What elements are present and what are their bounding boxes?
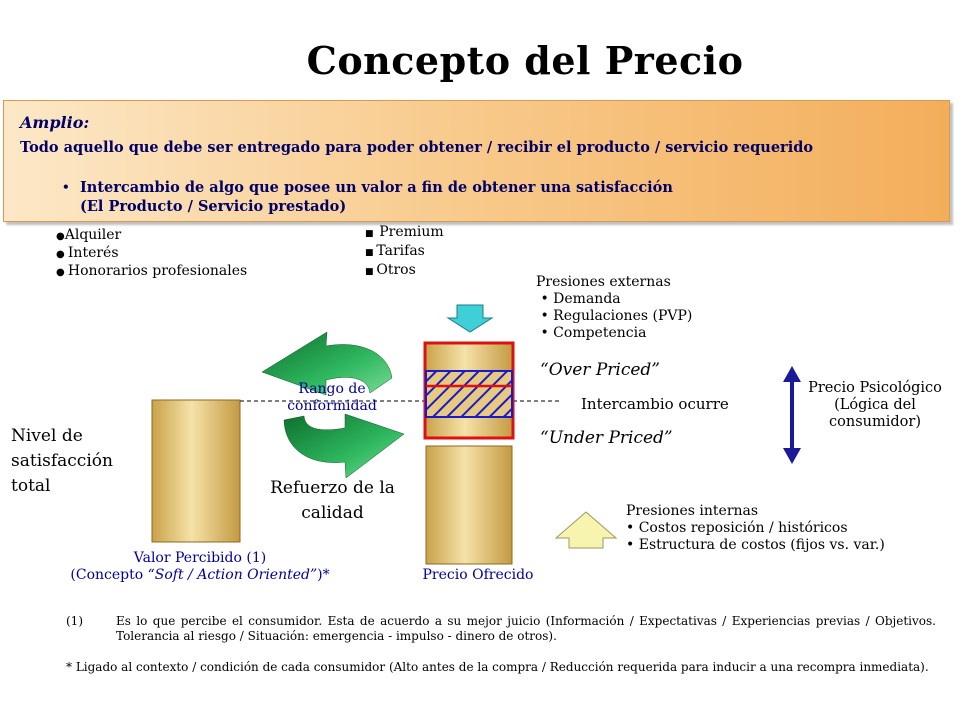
footnote-1: (1) Es lo que percibe el consumidor. Est… xyxy=(66,614,936,644)
arrow-down-icon xyxy=(783,448,801,464)
definition-bullet-line1: Intercambio de algo que posee un valor a… xyxy=(80,179,673,196)
green-cycle-arrow-top-icon xyxy=(261,331,393,396)
perceived-value-bar xyxy=(151,399,241,543)
bullet-square-icon: ■ xyxy=(365,248,377,258)
bullet-dot-icon: ● xyxy=(56,267,68,278)
list-item: ■ Otros xyxy=(365,262,416,278)
list-item: • Costos reposición / históricos xyxy=(626,520,848,536)
list-item: • Competencia xyxy=(536,325,647,341)
footnote-1-marker: (1) xyxy=(66,614,83,628)
definition-heading: Amplio: xyxy=(20,113,90,132)
bullet-dot-icon: ● xyxy=(56,249,68,260)
list-item: • Demanda xyxy=(536,291,621,307)
list-item: ■ Tarifas xyxy=(365,243,425,259)
list-item: • Regulaciones (PVP) xyxy=(536,308,693,324)
definition-box: Amplio: Todo aquello que debe ser entreg… xyxy=(3,100,950,222)
examples-left-list: ●Alquiler ● Interés ● Honorarios profesi… xyxy=(56,227,247,281)
over-priced-label: “Over Priced” xyxy=(540,360,660,380)
conformity-range-label: Rango de conformidad xyxy=(287,381,377,414)
bullet-dot-icon: • xyxy=(62,180,70,194)
offered-price-label: Precio Ofrecido xyxy=(422,567,534,583)
footnote-2: * Ligado al contexto / condición de cada… xyxy=(66,660,929,674)
page-title: Concepto del Precio xyxy=(306,38,744,83)
list-item: • Estructura de costos (fijos vs. var.) xyxy=(626,537,885,553)
exchange-hatch-zone xyxy=(425,370,513,418)
definition-text: Todo aquello que debe ser entregado para… xyxy=(20,139,814,156)
definition-bullet-line2: (El Producto / Servicio prestado) xyxy=(80,198,347,215)
list-item: ●Alquiler xyxy=(56,227,122,243)
offered-price-bar xyxy=(425,445,513,565)
internal-pressure-arrow-icon xyxy=(554,511,618,549)
bullet-square-icon: ■ xyxy=(365,229,380,239)
internal-pressures-heading: Presiones internas xyxy=(626,503,759,519)
bullet-dot-icon: ● xyxy=(56,231,65,242)
bullet-square-icon: ■ xyxy=(365,267,377,277)
internal-pressures: Presiones internas • Costos reposición /… xyxy=(626,503,885,554)
external-pressures-heading: Presiones externas xyxy=(536,274,671,290)
list-item: ■ Premium xyxy=(365,224,444,240)
list-item: ● Honorarios profesionales xyxy=(56,263,248,279)
list-item: ● Interés xyxy=(56,245,119,261)
green-cycle-arrow-bottom-icon xyxy=(283,413,405,479)
external-pressure-arrow-icon xyxy=(446,304,494,333)
external-pressures: Presiones externas • Demanda • Regulacio… xyxy=(536,274,692,342)
arrow-up-icon xyxy=(783,366,801,382)
perceived-value-label: Valor Percibido (1) (Concepto “Soft / Ac… xyxy=(70,550,330,583)
footnote-1-text: Es lo que percibe el consumidor. Esta de… xyxy=(116,614,936,643)
psychological-price-label: Precio Psicológico (Lógica del consumido… xyxy=(808,380,942,430)
exchange-label: Intercambio ocurre xyxy=(581,395,729,413)
under-priced-label: “Under Priced” xyxy=(540,428,673,448)
total-satisfaction-label: Nivel de satisfacción total xyxy=(11,426,113,496)
examples-right-list: ■ Premium ■ Tarifas ■ Otros xyxy=(365,224,444,281)
quality-reinforcement-label: Refuerzo de la calidad xyxy=(270,478,395,523)
